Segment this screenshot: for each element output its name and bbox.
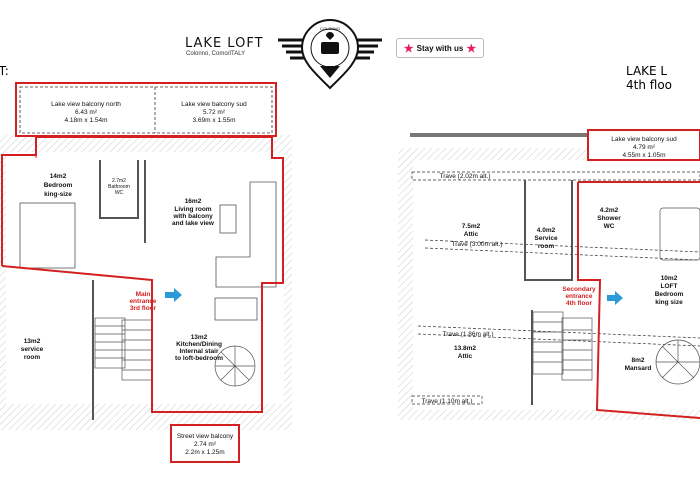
living-name: Living room: [174, 206, 211, 213]
bedroom-type: king-size: [44, 191, 72, 198]
shower-name: Shower: [597, 215, 621, 222]
balcony-sud-4-size: 4.55m x 1.05m: [623, 152, 666, 159]
entrance-arrow-icon: [165, 288, 182, 302]
entrance-arrow-icon: [607, 291, 623, 305]
service4-area: 4.0m2: [537, 227, 556, 234]
loft-bed-size: king size: [655, 299, 683, 306]
trave-label: Trave (1.10m alt.): [421, 398, 472, 405]
balcony-sud-4-label: Lake view balcony sud: [611, 136, 677, 143]
attic2-area: 13.8m2: [454, 345, 476, 352]
attic1-name: Attic: [464, 231, 479, 238]
balcony-north-area: 6.43 m²: [75, 109, 98, 116]
secondary-entrance-label2: entrance: [565, 293, 592, 300]
right-heading-line2: 4th floo: [626, 78, 673, 92]
balcony-sud-area: 5.72 m²: [203, 109, 226, 116]
mansard-area: 8m2: [631, 357, 644, 364]
balcony-sud-size: 3.69m x 1.55m: [193, 117, 236, 124]
colonno-logo: COLONNO: [278, 18, 382, 90]
balcony-north-label: Lake view balcony north: [51, 101, 121, 108]
main-entrance-floor: 3rd floor: [130, 305, 157, 312]
main-entrance-label: Main: [136, 291, 151, 298]
stay-label: Stay with us: [416, 43, 464, 53]
balcony-sud-label: Lake view balcony sud: [181, 101, 247, 108]
main-entrance-label2: entrance: [129, 298, 156, 305]
loft-name: LOFT: [661, 283, 678, 290]
living-desc2: and lake view: [172, 220, 215, 227]
bathroom-name: Bathroom: [108, 184, 130, 190]
fourth-floor-plan: Lake view balcony sud 4.79 m² 4.55m x 1.…: [398, 129, 700, 420]
service-area: 13m2: [24, 338, 41, 345]
brand-subtitle: Colonno, Como/ITALY: [186, 51, 246, 57]
balcony-north-size: 4.18m x 1.54m: [65, 117, 108, 124]
logo-text: COLONNO: [320, 26, 340, 31]
brand-title: LAKE LOFT: [185, 36, 264, 51]
third-floor-plan: Lake view balcony north 6.43 m² 4.18m x …: [0, 82, 292, 463]
stay-with-us-button[interactable]: ★ Stay with us ★: [396, 38, 484, 58]
bedroom-area: 14m2: [50, 173, 67, 180]
right-heading-line1: LAKE L: [626, 64, 668, 78]
secondary-entrance-floor: 4th floor: [566, 300, 592, 307]
star-icon: ★: [466, 42, 477, 55]
loft-bedroom: Bedroom: [655, 291, 684, 298]
kitchen-name: Kitchen/Dining: [176, 341, 222, 348]
kitchen-stair2: to loft-bedroom: [175, 355, 223, 362]
secondary-entrance-label: Secondary: [562, 286, 596, 293]
service4-name: Service: [534, 235, 558, 242]
living-area: 16m2: [185, 198, 202, 205]
service-name: service: [21, 346, 44, 353]
bedroom-name: Bedroom: [44, 182, 73, 189]
living-desc1: with balcony: [172, 213, 213, 220]
trave-label: Trave (2.02m alt.): [439, 173, 490, 180]
service4-room: room: [538, 243, 554, 250]
bathroom-wc: WC: [115, 190, 124, 196]
kitchen-area: 13m2: [191, 334, 208, 341]
street-balcony-label: Street view balcony: [177, 433, 234, 440]
mansard-name: Mansard: [625, 365, 652, 372]
shower-wc: WC: [604, 223, 615, 230]
service-room: room: [24, 354, 40, 361]
balcony-sud-4-area: 4.79 m²: [633, 144, 656, 151]
left-floor-heading: FT:: [0, 64, 9, 78]
loft-outline: [577, 181, 700, 419]
loft-area: 10m2: [661, 275, 678, 282]
trave-label: Trave (1.86m alt.): [442, 331, 493, 338]
kitchen-stair: Internal stair: [179, 348, 218, 355]
trave-label: Trave (3.00m alt.): [451, 241, 502, 248]
shower-area: 4.2m2: [600, 207, 619, 214]
right-floor-heading: LAKE L 4th floo: [626, 64, 672, 92]
attic2-name: Attic: [458, 353, 473, 360]
street-balcony-area: 2.74 m²: [194, 441, 217, 448]
bathroom-area: 2.7m2: [112, 178, 126, 184]
street-balcony-size: 2.2m x 1.25m: [185, 449, 224, 456]
attic1-area: 7.5m2: [462, 223, 481, 230]
star-icon: ★: [403, 42, 414, 55]
